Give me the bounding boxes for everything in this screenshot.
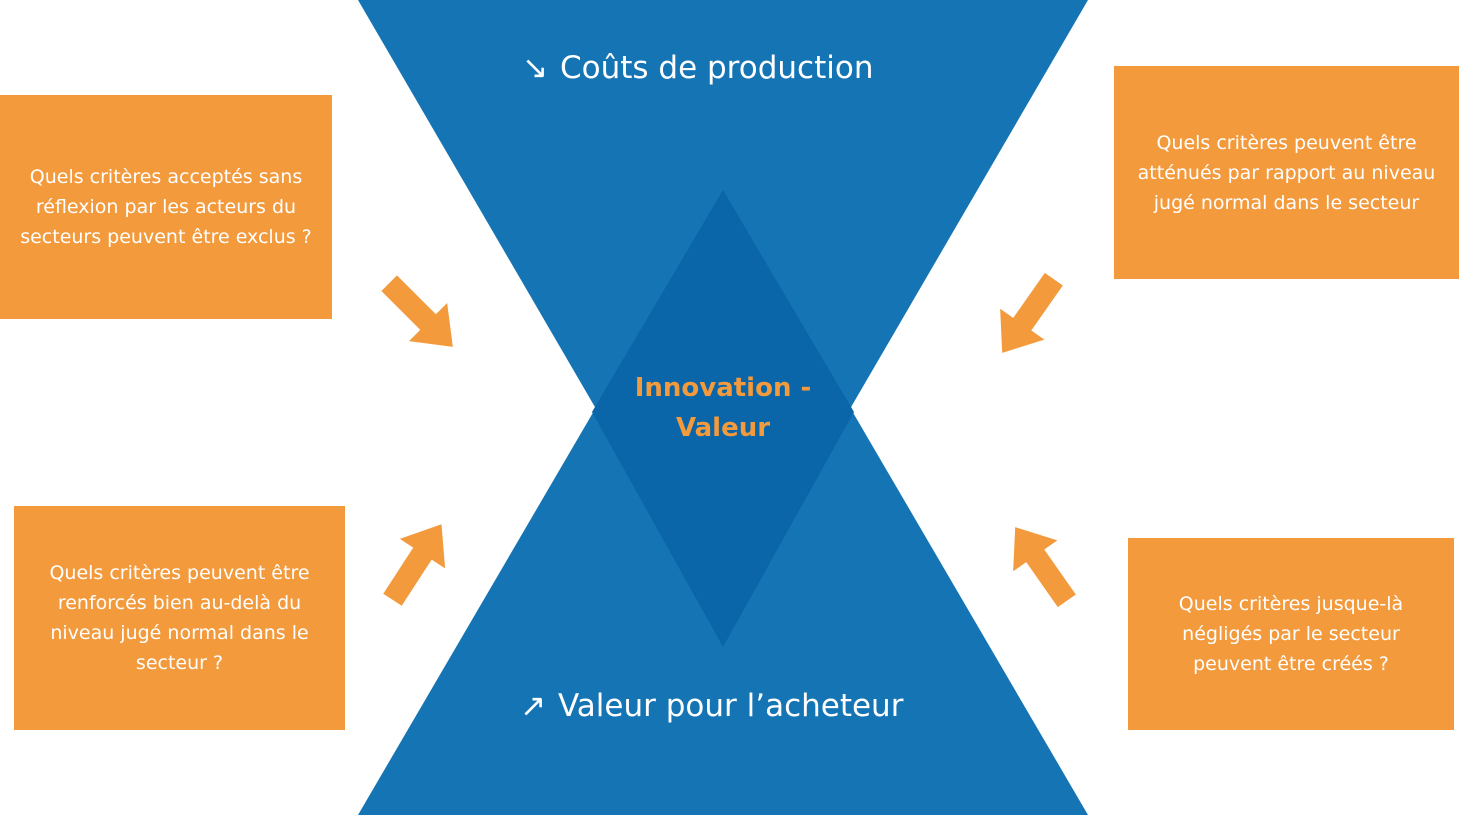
top-title: ↘ Coûts de production [522,50,873,86]
arrow-down-right-icon: ↘ [522,50,548,86]
box-renforcer-text: Quels critères peuvent être renforcés bi… [49,562,310,674]
box-creer: Quels critères jusque-là négligés par le… [1128,538,1454,730]
center-label-line2: Valeur [675,413,771,443]
arrow-up-right-icon: ↗ [520,688,546,724]
box-exclure: Quels critères acceptés sans réflexion p… [0,95,332,319]
box-exclure-text: Quels critères acceptés sans réflexion p… [20,166,312,248]
arrow-down-left-icon [1000,272,1063,353]
box-attenuer-text: Quels critères peuvent être atténués par… [1137,131,1436,214]
bottom-title-label: Valeur pour l’acheteur [557,688,904,724]
bottom-title: ↗ Valeur pour l’acheteur [520,688,903,724]
box-creer-text: Quels critères jusque-là négligés par le… [1178,593,1404,675]
center-diamond [592,190,854,647]
box-renforcer: Quels critères peuvent être renforcés bi… [14,506,345,730]
center-label-line1: Innovation - [634,373,812,403]
top-title-label: Coûts de production [559,50,874,86]
center-label: Innovation - Valeur [603,368,843,448]
arrow-up-left-icon [1013,527,1076,608]
box-attenuer: Quels critères peuvent être atténués par… [1114,66,1459,279]
arrow-up-right-icon [383,524,446,606]
arrow-down-right-icon [381,275,453,347]
